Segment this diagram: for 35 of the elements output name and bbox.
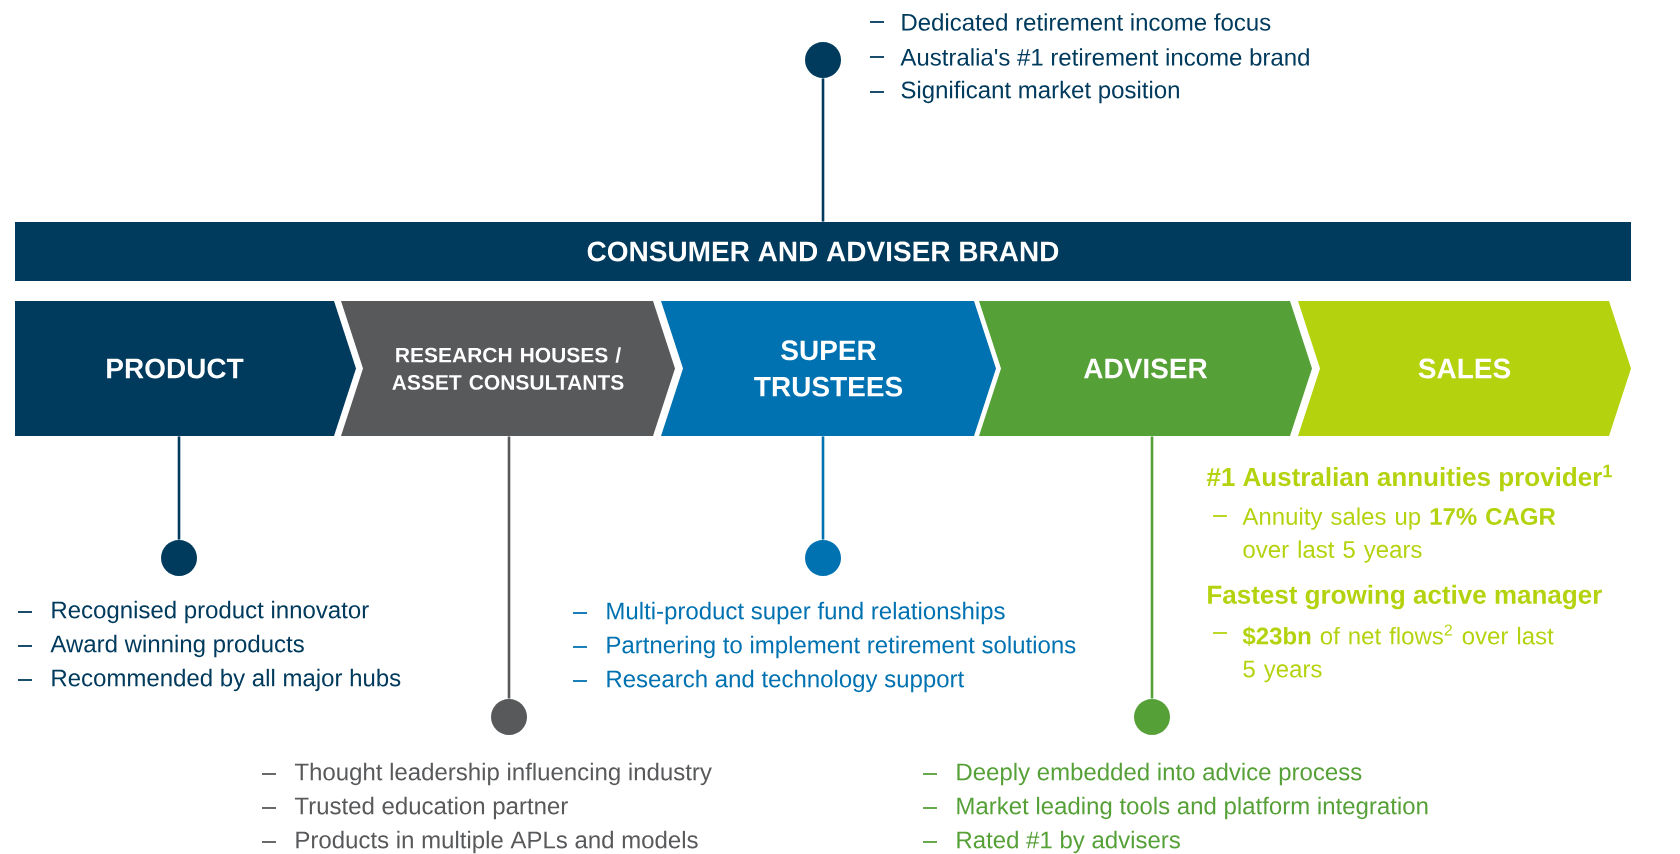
bullet-text: Trusted education partner — [294, 796, 568, 820]
bullet-text: Rated #1 by advisers — [957, 830, 1180, 854]
chevron-box: PRODUCT — [15, 301, 356, 436]
chevron-box: SUPER TRUSTEES — [661, 301, 996, 436]
dot-marker — [161, 540, 197, 576]
bullet-text: Partnering to implement retirement solutions — [607, 635, 1076, 659]
chevron-box: SALES — [1298, 301, 1631, 436]
bullet-text: Market leading tools and platform integration — [957, 796, 1428, 820]
chevron-box: ADVISER — [979, 301, 1312, 436]
connector-line — [177, 436, 181, 540]
bullet-text: Australia's #1 retirement income brand — [900, 48, 1309, 66]
bullet-text: Products in multiple APLs and models — [296, 830, 698, 854]
bullet-text: Thought leadership influencing industry — [294, 762, 712, 786]
chevron-box: RESEARCH HOUSES / ASSET CONSULTANTS — [341, 301, 675, 436]
bullet-text: Multi-product super fund relationships — [607, 601, 1005, 625]
dot-marker — [491, 699, 527, 735]
bullet-text: Annuity sales up 17% CAGR over last 5 years — [1242, 507, 1556, 563]
bullet-text: Dedicated retirement income focus — [902, 13, 1271, 31]
section-heading: Fastest growing active manager — [1208, 584, 1602, 610]
bullet-text: Research and technology support — [607, 669, 965, 693]
bullet-text: Significant market position — [901, 80, 1179, 104]
bullet-text: Recognised product innovator — [52, 600, 369, 624]
connector-line — [821, 436, 825, 540]
dot-marker — [1134, 699, 1170, 735]
bullet-text: $23bn of net flows$^{2}$ over last 5 years — [1242, 624, 1554, 683]
dot-marker — [805, 540, 841, 576]
bullet-text: Deeply embedded into advice process — [957, 762, 1362, 786]
bullet-text: Recommended by all major hubs — [52, 668, 401, 692]
header-banner: CONSUMER AND ADVISER BRAND — [15, 222, 1631, 281]
connector-line — [1150, 436, 1154, 699]
dot-marker — [805, 42, 841, 78]
connector-line — [507, 436, 511, 699]
section-heading: #1 Australian annuities provider$^{1}$ — [1206, 464, 1612, 492]
bullet-text: Award winning products — [50, 634, 304, 658]
connector-line — [821, 78, 825, 222]
